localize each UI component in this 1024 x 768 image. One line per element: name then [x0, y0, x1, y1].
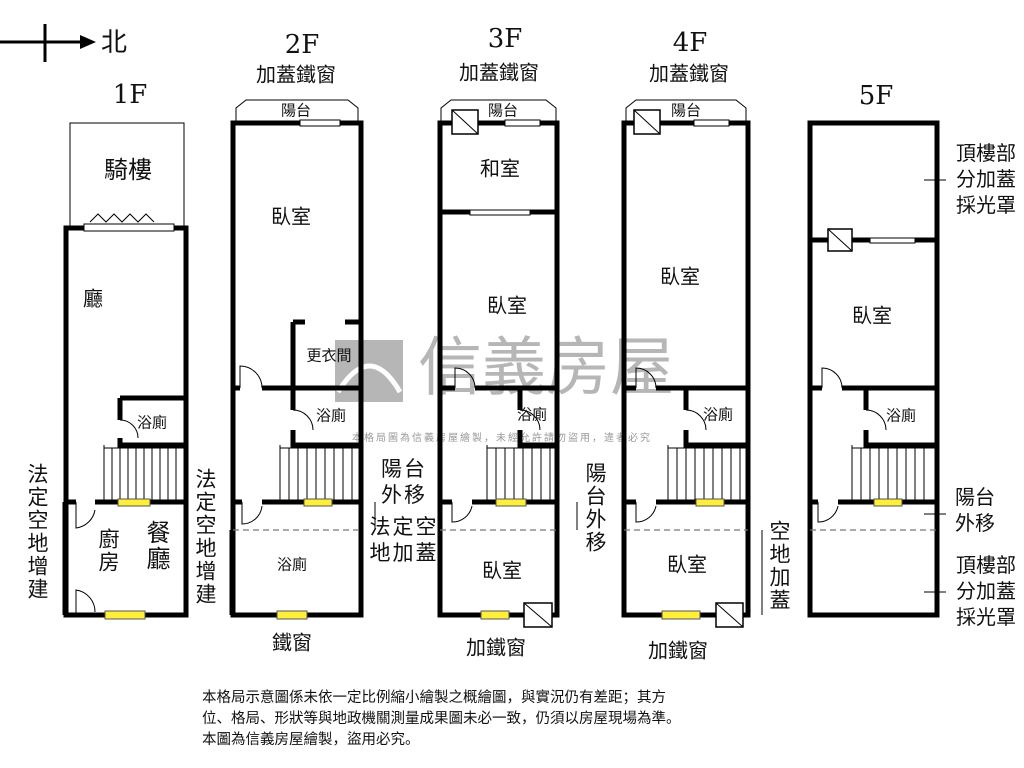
room-balcony: 陽台: [281, 102, 311, 120]
annotation-iron-window: 加蓋鐵窗: [649, 62, 729, 86]
room-arcade: 騎樓: [104, 156, 152, 184]
floor-title: 5F: [859, 81, 894, 111]
room-balcony: 陽台: [671, 102, 701, 120]
annotation-rooftop-skylight-bottom: 頂樓部分加蓋採光罩: [956, 553, 1016, 629]
disclaimer-footnote: 本格局示意圖係未依一定比例縮小繪製之概繪圖，與實況仍有差距；其方 位、格局、形狀…: [202, 688, 681, 751]
room-closet: 更衣間: [306, 347, 351, 365]
annotation-iron-window-bottom: 鐵窗: [272, 631, 312, 655]
annotation-balcony-moved-5f: 陽台外移: [955, 485, 995, 535]
room-hall: 廳: [83, 287, 103, 311]
room-bedroom-2: 臥室: [482, 559, 522, 583]
room-bath-2: 浴廁: [277, 556, 307, 574]
room-dining: 餐廳: [142, 520, 170, 572]
floor-title: 3F: [488, 24, 523, 54]
north-label: 北: [101, 28, 127, 58]
floor-title: 1F: [113, 80, 148, 110]
footnote-line-1: 本格局示意圖係未依一定比例縮小繪製之概繪圖，與實況仍有差距；其方: [202, 690, 666, 706]
floor-1f: 1F 騎樓 廳 浴廁 廚房 餐廳 法定空地增建: [25, 80, 189, 620]
window-box-icon: [715, 602, 744, 628]
annotation-add-iron-window: 加鐵窗: [466, 636, 526, 660]
floor-3f: 3F 加蓋鐵窗 陽台 和室 臥室 浴廁 臥室 加鐵窗 陽台外移: [437, 24, 607, 660]
floor-4f: 4F 加蓋鐵窗 陽台 臥室 浴廁 臥室 加鐵窗 空地加蓋: [621, 28, 791, 663]
annotation-legal-open-space-cover: 法定空地加蓋: [370, 515, 439, 565]
room-bedroom-2: 臥室: [667, 553, 707, 577]
room-bedroom: 臥室: [660, 265, 700, 289]
annotation-legal-open-space-extension: 法定空地增建: [25, 463, 49, 601]
room-bath: 浴廁: [886, 407, 916, 425]
floor-2f: 2F 加蓋鐵窗 陽台 臥室 更衣間 浴廁 浴廁 鐵窗 法定空地增建 陽台外移 法…: [193, 30, 439, 655]
annotation-add-iron-window: 加鐵窗: [648, 639, 708, 663]
annotation-balcony-moved: 陽台外移: [583, 462, 607, 554]
room-bedroom: 臥室: [487, 294, 527, 318]
annotation-line-2: 外移: [381, 483, 427, 507]
footnote-line-2: 位、格局、形狀等與地政機關測量成果圖未必一致，仍須以房屋現場為準。: [202, 711, 681, 727]
room-balcony: 陽台: [488, 102, 518, 120]
annotation-iron-window: 加蓋鐵窗: [256, 63, 336, 87]
room-bedroom: 臥室: [271, 205, 311, 229]
floor-title: 2F: [285, 30, 320, 60]
annotation-balcony-moved: 陽台外移: [381, 457, 427, 507]
room-bath: 浴廁: [517, 406, 547, 424]
room-kitchen: 廚房: [96, 528, 120, 574]
floor-title: 4F: [673, 28, 708, 58]
annotation-legal-open-space-extension: 法定空地增建: [193, 468, 217, 606]
room-bath: 浴廁: [316, 407, 346, 425]
room-bedroom: 臥室: [852, 304, 892, 328]
brand-logo-icon: [335, 340, 403, 402]
watermark-notice: 本格局圖為信義房屋繪製，未經允許請勿盜用，違者必究: [352, 431, 652, 444]
footnote-line-3: 本圖為信義房屋繪製，盜用必究。: [202, 732, 420, 748]
annotation-iron-window: 加蓋鐵窗: [459, 61, 539, 85]
room-bath: 浴廁: [703, 406, 733, 424]
annotation-open-space-cover: 空地加蓋: [767, 520, 791, 612]
room-bath: 浴廁: [137, 414, 167, 432]
north-arrow-icon: [0, 24, 96, 62]
floor-5f: 5F 臥室 浴廁: [807, 81, 946, 618]
annotation-rooftop-skylight-top: 頂樓部分加蓋採光罩: [956, 141, 1016, 217]
annotation-line-2: 地加蓋: [370, 541, 439, 565]
room-japanese: 和室: [480, 157, 520, 181]
